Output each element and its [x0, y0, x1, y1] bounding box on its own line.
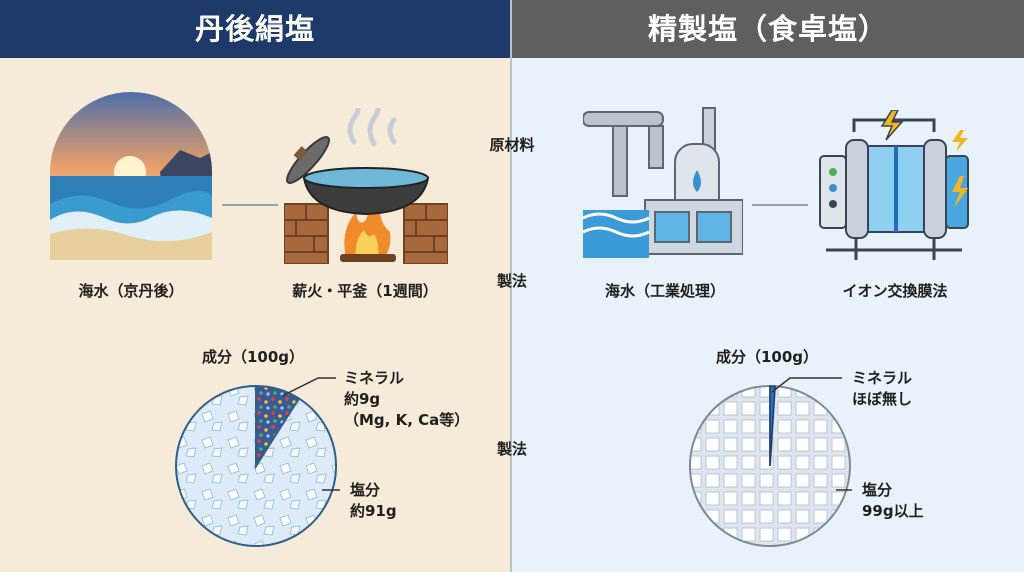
- ion-exchange-membrane-icon: [819, 110, 969, 260]
- right-salt-line-1: 塩分: [862, 481, 893, 499]
- left-mineral-line-2: 約9g: [344, 390, 381, 408]
- right-header: 精製塩（食卓塩）: [512, 0, 1024, 58]
- method-label-repeat: 製法: [496, 440, 527, 458]
- left-pie-chart: [175, 384, 338, 547]
- left-mineral-slice: [255, 384, 301, 470]
- left-raw-label: 海水（京丹後）: [78, 282, 184, 300]
- right-mineral-slice: [769, 385, 776, 467]
- left-header: 丹後絹塩: [0, 0, 510, 58]
- left-salt-callout: 塩分 約91g: [350, 480, 397, 522]
- right-salt-line-2: 99g以上: [862, 502, 924, 520]
- left-mineral-callout: ミネラル 約9g （Mg, K, Ca等）: [344, 368, 469, 431]
- center-divider: [510, 0, 512, 572]
- left-composition-title: 成分（100g）: [202, 348, 305, 366]
- left-mineral-line-3: （Mg, K, Ca等）: [344, 411, 470, 429]
- left-salt-line-1: 塩分: [350, 481, 381, 499]
- right-salt-callout: 塩分 99g以上: [862, 480, 924, 522]
- right-mineral-callout: ミネラル ほぼ無し: [852, 368, 912, 410]
- right-raw-label: 海水（工業処理）: [604, 282, 725, 300]
- left-method-label: 薪火・平釜（1週間）: [292, 282, 438, 300]
- right-composition-title: 成分（100g）: [716, 348, 819, 366]
- left-connector: [222, 204, 278, 206]
- factory-pipes-icon: [583, 107, 743, 258]
- left-mineral-line-1: ミネラル: [344, 369, 405, 387]
- right-mineral-line-2: ほぼ無し: [852, 390, 913, 408]
- right-connector: [752, 204, 808, 206]
- raw-material-label: 原材料: [489, 136, 535, 154]
- cooking-pot-fire-icon: [284, 108, 448, 264]
- right-pie-chart: [688, 384, 851, 547]
- right-method-label: イオン交換膜法: [842, 282, 948, 300]
- right-mineral-line-1: ミネラル: [852, 369, 913, 387]
- sunset-sea-icon: [50, 92, 212, 260]
- method-label: 製法: [496, 272, 527, 290]
- left-salt-line-2: 約91g: [350, 502, 397, 520]
